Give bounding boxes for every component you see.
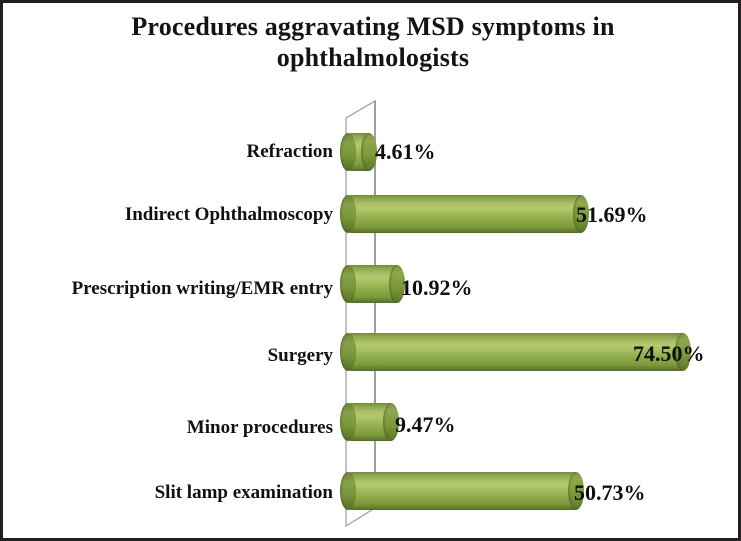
- value-label-surgery: 74.50%: [633, 341, 705, 366]
- category-label-minor-procedures: Minor procedures: [186, 417, 333, 438]
- bar-cap-right: [573, 195, 589, 233]
- bar-body: [348, 265, 397, 303]
- bar-cap-right: [383, 403, 399, 441]
- bar-cap-right: [675, 333, 691, 371]
- value-label-refraction: 4.61%: [375, 139, 436, 164]
- bar-indirect-ophthalmoscopy: [340, 195, 589, 233]
- category-label-indirect-ophthalmoscopy: Indirect Ophthalmoscopy: [124, 204, 333, 225]
- bar-minor-procedures: [340, 403, 399, 441]
- bar-cap-right: [389, 265, 405, 303]
- bar-body: [348, 472, 576, 510]
- bar-cap-left: [340, 472, 356, 510]
- category-label-refraction: Refraction: [246, 141, 333, 162]
- bar-surgery: [340, 333, 691, 371]
- value-label-slit-lamp-examination: 50.73%: [574, 480, 646, 505]
- bar-body: [348, 333, 683, 371]
- bar-slit-lamp-examination: [340, 472, 584, 510]
- value-label-indirect-ophthalmoscopy: 51.69%: [576, 202, 648, 227]
- bar-cap-left: [340, 265, 356, 303]
- bar-body: [348, 195, 581, 233]
- chart-title-line-1: Procedures aggravating MSD symptoms in: [131, 12, 615, 41]
- plot-area: Refraction Indirect Ophthalmoscopy Presc…: [3, 3, 738, 538]
- value-label-minor-procedures: 9.47%: [395, 412, 456, 437]
- chart-title-line-2: ophthalmologists: [276, 43, 470, 72]
- bar-prescription-writing: [340, 265, 405, 303]
- bar-cap-left: [340, 133, 356, 171]
- bar-cap-right: [361, 133, 377, 171]
- category-label-surgery: Surgery: [267, 345, 333, 366]
- category-label-prescription-writing: Prescription writing/EMR entry: [71, 278, 333, 299]
- bar-refraction: [340, 133, 377, 171]
- bar-cap-left: [340, 333, 356, 371]
- bar-cap-left: [340, 403, 356, 441]
- page-title: Procedures aggravating MSD symptoms in o…: [63, 11, 683, 73]
- category-label-slit-lamp-examination: Slit lamp examination: [154, 482, 333, 503]
- bar-cap-right: [568, 472, 584, 510]
- value-label-prescription-writing: 10.92%: [401, 275, 473, 300]
- bar-cap-left: [340, 195, 356, 233]
